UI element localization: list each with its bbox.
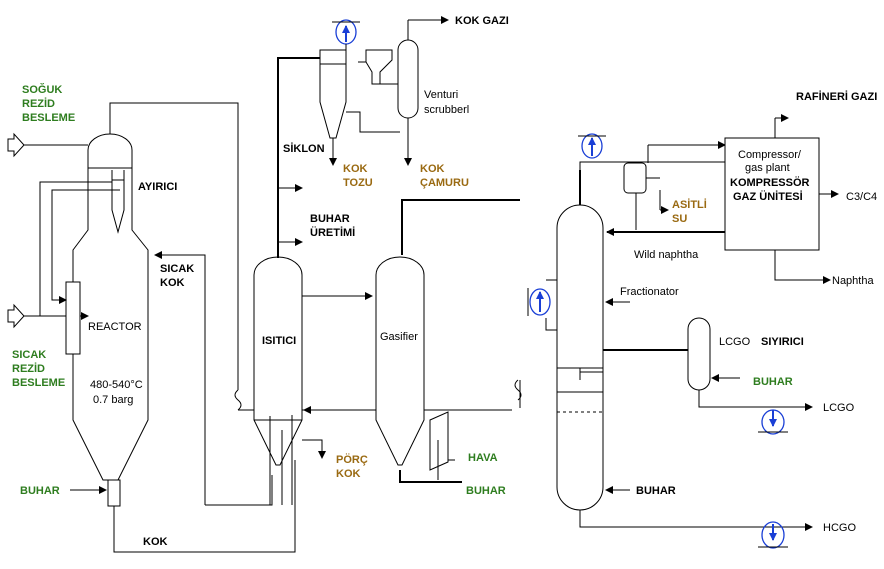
cyclone bbox=[319, 49, 347, 139]
hot-feed-label-1: SICAK bbox=[12, 349, 46, 361]
buhar-uretimi-label-1: BUHAR bbox=[310, 213, 350, 225]
rafineri-gazi-label: RAFİNERİ GAZI bbox=[796, 90, 877, 103]
temperature-label: 480-540°C bbox=[90, 379, 143, 391]
wild-naphtha-label: Wild naphtha bbox=[634, 249, 699, 261]
buhar-lcgo-label: BUHAR bbox=[753, 376, 793, 388]
lcgo-pump bbox=[758, 409, 788, 435]
cyclone-top-pump bbox=[332, 19, 360, 45]
venturi-label-2: scrubberl bbox=[424, 104, 469, 116]
hot-feed-label-2: REZİD bbox=[12, 362, 45, 375]
fractionator-label: Fractionator bbox=[620, 286, 679, 298]
kok-tozu-label-2: TOZU bbox=[343, 177, 373, 189]
gasifier-label: Gasifier bbox=[380, 331, 418, 343]
compressor-label-2: gas plant bbox=[745, 162, 790, 174]
buhar-reactor-label: BUHAR bbox=[20, 485, 60, 497]
sicak-kok-label-1: SICAK bbox=[160, 263, 194, 275]
hcgo-pump bbox=[758, 521, 788, 549]
compressor-label-3: KOMPRESSÖR bbox=[730, 176, 810, 189]
lcgo-stripper bbox=[687, 317, 711, 391]
buhar-fractionator-label: BUHAR bbox=[636, 485, 676, 497]
fractionator-column bbox=[556, 204, 604, 511]
asitli-su-label-1: ASİTLİ bbox=[672, 198, 707, 211]
gasifier-vessel bbox=[375, 256, 425, 466]
hot-feed-label-3: BESLEME bbox=[12, 377, 65, 389]
ayirici-label: AYIRICI bbox=[138, 181, 177, 193]
cold-feed-arrow bbox=[7, 132, 25, 158]
cold-feed-label-1: SOĞUK bbox=[22, 83, 62, 96]
lcgo-stripper-label-1: LCGO bbox=[719, 336, 751, 348]
c3c4-label: C3/C4 bbox=[846, 191, 877, 203]
kok-gazi-label: KOK GAZI bbox=[455, 15, 509, 27]
buhar-uretimi-label-2: ÜRETİMİ bbox=[310, 226, 355, 239]
heater-vessel bbox=[253, 256, 303, 466]
buhar-gasifier-label: BUHAR bbox=[466, 485, 506, 497]
isitici-label: ISITICI bbox=[262, 335, 296, 347]
kok-tozu-label-1: KOK bbox=[343, 163, 368, 175]
asitli-su-label-2: SU bbox=[672, 213, 687, 225]
hava-label: HAVA bbox=[468, 452, 498, 464]
compressor-label-1: Compressor/ bbox=[738, 149, 802, 161]
kok-label: KOK bbox=[143, 536, 168, 548]
hot-feed-arrow bbox=[7, 303, 25, 329]
venturi-label-1: Venturi bbox=[424, 89, 458, 101]
pressure-label: 0.7 barg bbox=[93, 394, 133, 406]
fractionator-top-pump bbox=[578, 133, 606, 159]
kok-camuru-label-1: KOK bbox=[420, 163, 445, 175]
sicak-kok-label-2: KOK bbox=[160, 277, 185, 289]
cold-feed-label-3: BESLEME bbox=[22, 112, 75, 124]
porc-kok-label-2: KOK bbox=[336, 468, 361, 480]
venturi-scrubber bbox=[358, 39, 419, 119]
lcgo-stripper-label-2: SIYIRICI bbox=[761, 336, 804, 348]
lcgo-label: LCGO bbox=[823, 402, 855, 414]
siklon-label: SİKLON bbox=[283, 142, 325, 155]
reactor-vessel bbox=[72, 133, 149, 507]
fractionator-side-pump bbox=[527, 288, 551, 316]
overhead-drum bbox=[623, 162, 660, 194]
cold-feed-label-2: REZİD bbox=[22, 97, 55, 110]
porc-kok-label-1: PÖRÇ bbox=[336, 453, 368, 466]
naphtha-label: Naphtha bbox=[832, 275, 874, 287]
reactor-label: REACTOR bbox=[88, 321, 142, 333]
hcgo-label: HCGO bbox=[823, 522, 856, 534]
kok-camuru-label-2: ÇAMURU bbox=[420, 177, 469, 189]
compressor-label-4: GAZ ÜNİTESİ bbox=[733, 190, 803, 203]
